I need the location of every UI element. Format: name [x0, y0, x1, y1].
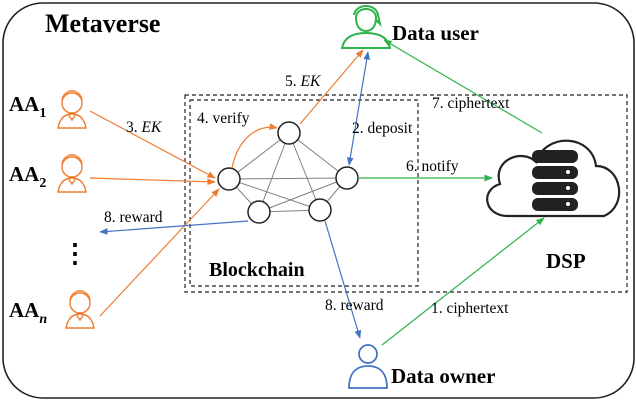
- data-owner-label: Data owner: [391, 364, 495, 388]
- aa1-label: AA1: [9, 92, 46, 121]
- node-bottom-right: [308, 198, 332, 222]
- node-top: [277, 121, 301, 145]
- metaverse-title: Metaverse: [45, 9, 160, 38]
- step-notify-label: 6. notify: [406, 158, 459, 175]
- aa2-label: AA2: [9, 162, 46, 191]
- step-reward-left-label: 8. reward: [104, 209, 163, 226]
- step-ciphertext-owner-label: 1. ciphertext: [431, 300, 509, 317]
- person-icon: [340, 5, 392, 49]
- step-ciphertext-user-label: 7. ciphertext: [432, 95, 510, 112]
- node-bottom-left: [247, 200, 271, 224]
- step-reward-owner-label: 8. reward: [325, 297, 384, 314]
- aa1-person-icon: [57, 90, 87, 129]
- green-arrows: [358, 39, 545, 346]
- blockchain-label: Blockchain: [209, 259, 305, 281]
- step-verify-label: 4. verify: [197, 110, 250, 127]
- dsp-label: DSP: [546, 249, 586, 273]
- blockchain-box: [189, 99, 419, 287]
- database-cloud-icon: [486, 139, 621, 218]
- data-user-label: Data user: [392, 21, 479, 45]
- blockchain-network: [228, 132, 348, 213]
- aa2-person-icon: [57, 154, 87, 193]
- aan-person-icon: [65, 290, 95, 329]
- aan-label: AAn: [9, 298, 47, 327]
- step-deposit-label: 2. deposit: [352, 120, 413, 137]
- blue-arrows: [99, 51, 371, 339]
- step-ek-chain-label: 3. EK: [126, 119, 162, 136]
- aa-ellipsis: ⋮: [62, 239, 88, 268]
- node-left: [217, 167, 241, 191]
- node-right: [335, 166, 359, 190]
- blockchain-nodes: [217, 121, 359, 224]
- dsp-box: [184, 94, 628, 293]
- user-icon: [348, 344, 388, 389]
- step-ek-user-label: 5. EK: [285, 73, 321, 90]
